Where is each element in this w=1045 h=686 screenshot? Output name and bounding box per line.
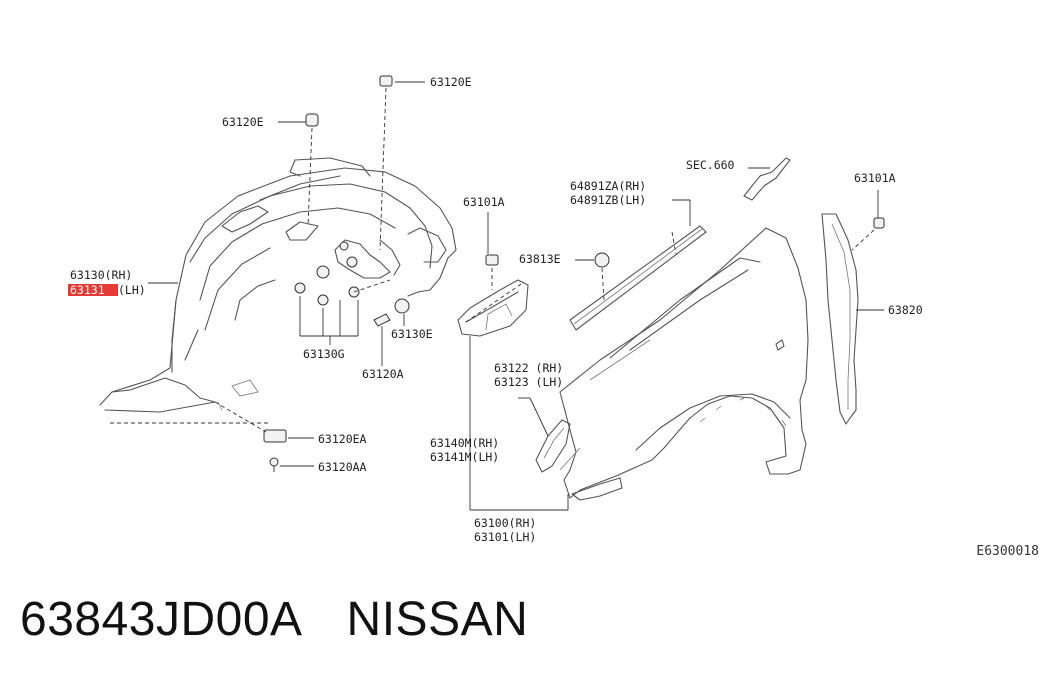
label-63120E-left: 63120E [222,115,264,129]
fender-leaders [469,336,569,511]
label-sec660: SEC.660 [686,158,735,172]
label-64891ZB: 64891ZB(LH) [570,193,646,207]
protector-drawing [518,397,571,473]
fender-bracket-drawing [457,212,610,337]
clip-63130G-5 [346,256,358,268]
diagram-id: E6300018 [976,544,1039,559]
clip-63130G-2 [316,265,330,279]
label-63123: 63123 (LH) [494,375,563,389]
label-63141M: 63141M(LH) [430,450,499,464]
label-63130G: 63130G [303,347,345,361]
label-63130E: 63130E [391,327,433,341]
label-63101A-right: 63101A [854,171,896,185]
label-63140M: 63140M(RH) [430,436,499,450]
clip-63130G-1 [294,282,306,294]
bolt-63101A-right [873,217,885,229]
sec660-bracket-drawing [743,157,791,201]
nut-63120EA [263,429,287,443]
bolt-63101A-mid [485,254,499,266]
fender-liner-drawing [99,157,457,413]
part-number: 63843JD00A [20,593,303,646]
label-63122: 63122 (RH) [494,361,563,375]
front-fender-drawing [559,227,809,501]
label-63120EA: 63120EA [318,432,367,446]
screw-63120AA [269,457,279,467]
part-labels: 63120E 63120E 63130(RH) 63131 (LH) 63130… [68,75,923,544]
label-63101: 63101(LH) [474,530,536,544]
label-64891ZA: 64891ZA(RH) [570,179,646,193]
screw-63120A [373,313,391,327]
fender-seal-drawing [821,190,885,425]
liner-fasteners [263,75,410,472]
label-63131-lh: (LH) [118,283,146,297]
seal-strip-drawing [569,199,707,331]
label-63820: 63820 [888,303,923,317]
highlight-63131 [68,284,118,296]
label-63130-rh: 63130(RH) [70,268,132,282]
label-63131-code: 63131 [70,283,105,297]
label-63120A: 63120A [362,367,404,381]
caption: 63843JD00A NISSAN [20,596,528,644]
brand-name: NISSAN [346,593,529,646]
clip-63130G-3 [317,294,329,306]
label-63100: 63100(RH) [474,516,536,530]
label-63120E-top: 63120E [430,75,472,89]
clip-63120E-left [305,113,319,127]
clip-63813E [594,252,610,268]
label-63813E: 63813E [519,252,561,266]
clip-63130E [394,298,410,314]
clip-small [339,241,349,251]
liner-leaders [110,81,425,467]
label-63101A-mid: 63101A [463,195,505,209]
label-63120AA: 63120AA [318,460,367,474]
clip-63120E-top [379,75,393,87]
